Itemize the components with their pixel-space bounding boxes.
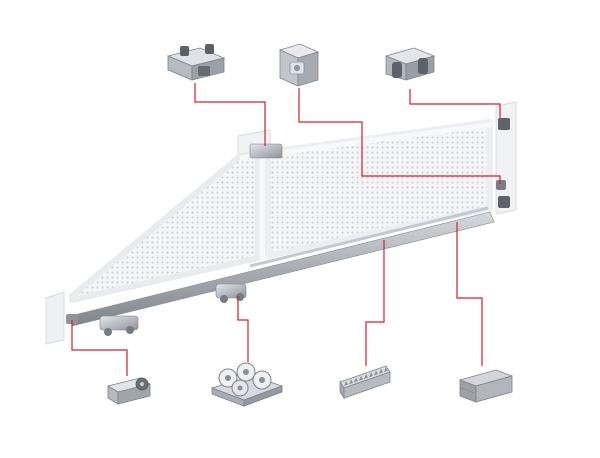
- left-post: [45, 291, 65, 345]
- square-guide-bracket-icon: [278, 43, 320, 87]
- gear-rack-tooth: [364, 374, 368, 379]
- double-roller-guide-icon: [166, 44, 226, 81]
- triangular-mesh-panel: [69, 151, 261, 303]
- main-mesh-panel: [265, 119, 493, 259]
- leader-line-square-guide: [298, 88, 501, 184]
- gear-rack-icon: [339, 365, 391, 400]
- leader-lines: [71, 83, 501, 376]
- gear-rack-tooth: [359, 375, 363, 381]
- gate-top-frame: [239, 121, 497, 161]
- upper-catcher-icon: [384, 47, 436, 81]
- gate-carriage-left: [99, 315, 139, 336]
- gear-rack-tooth: [354, 377, 358, 383]
- gate-top-guide: [249, 143, 283, 159]
- gate-end-roller: [66, 314, 78, 324]
- gate-catcher-bottom: [498, 196, 510, 208]
- leader-line-double-guide: [194, 83, 266, 146]
- leader-line-upper-catcher: [409, 89, 501, 118]
- leader-line-track-profile: [456, 222, 483, 366]
- gear-rack-tooth: [344, 381, 348, 386]
- leader-line-carriage: [237, 296, 249, 362]
- gate-catcher-top: [498, 118, 510, 130]
- gate-catcher-mid: [496, 180, 506, 190]
- gate-carriage-right: [215, 283, 247, 303]
- end-roller-icon: [106, 377, 152, 405]
- leader-line-end-roller: [71, 320, 128, 376]
- track-profile-icon: [458, 369, 514, 403]
- gear-rack-tooth: [369, 372, 373, 378]
- leader-line-gear-rack: [365, 240, 385, 366]
- gear-rack-teeth: [344, 367, 388, 386]
- gear-rack-tooth: [384, 367, 388, 372]
- gear-rack-tooth: [374, 370, 378, 376]
- gear-rack-tooth: [379, 368, 383, 374]
- gear-rack-tooth: [349, 379, 353, 385]
- gate-gear-rack: [249, 206, 489, 268]
- gate-assembly: [45, 101, 517, 345]
- roller-carriage-icon: [210, 362, 284, 407]
